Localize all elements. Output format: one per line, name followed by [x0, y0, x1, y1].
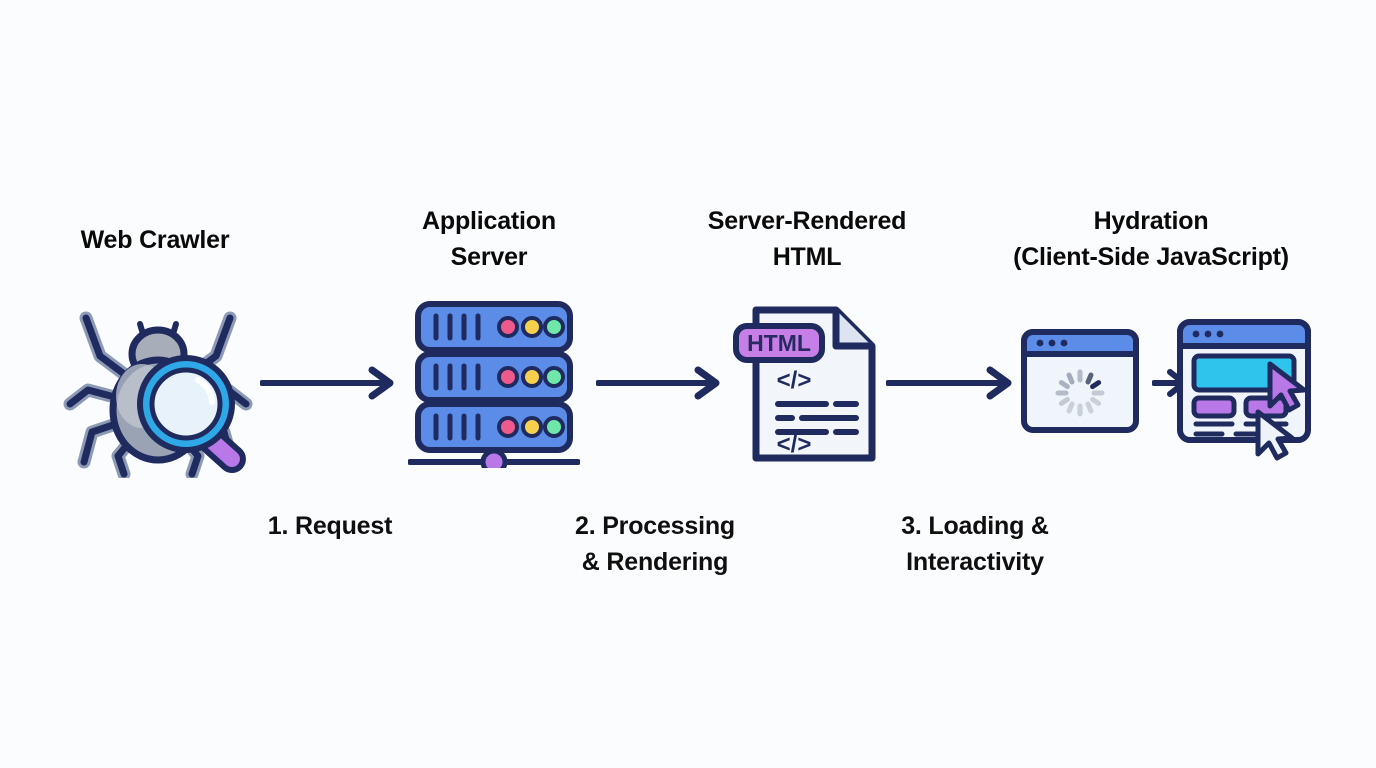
stage-title-hydration: Hydration (Client-Side JavaScript) [1013, 207, 1289, 271]
cursor-white-icon [1255, 409, 1295, 461]
html-document-icon: HTML </> </> [730, 300, 890, 470]
step-label-loading-interactivity: 3. Loading & Interactivity [901, 512, 1049, 576]
code-tag-top: </> [777, 367, 812, 394]
code-tag-bottom: </> [777, 431, 812, 458]
step-label-request: 1. Request [267, 512, 393, 540]
flow-arrow-loading [885, 366, 1018, 400]
interactive-browser-window [1177, 319, 1311, 461]
stage-title-application-server: Application Server [422, 207, 556, 271]
flow-arrow-request [259, 366, 400, 400]
step-label-processing-rendering: 2. Processing & Rendering [575, 512, 735, 576]
browser-windows-icon [1018, 316, 1318, 466]
html-badge-label: HTML [747, 330, 811, 356]
loading-browser-window [1021, 329, 1139, 433]
cursor-purple-icon [1267, 361, 1307, 413]
stage-title-web-crawler: Web Crawler [80, 226, 230, 254]
stage-title-server-rendered-html: Server-Rendered HTML [707, 207, 907, 271]
spider-magnifier-icon [62, 292, 254, 481]
flow-arrow-processing [595, 366, 726, 400]
server-rack-icon [407, 298, 581, 476]
